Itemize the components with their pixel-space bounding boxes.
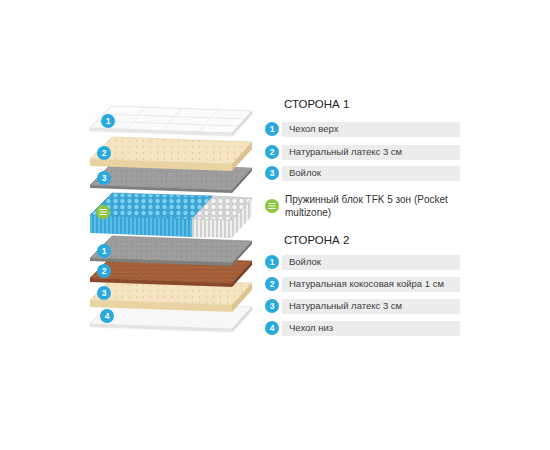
callout-number: 3 <box>97 171 111 185</box>
top-cover-layer <box>232 111 252 136</box>
layer-name: Натуральная кокосовая койра 1 см <box>289 278 444 290</box>
layer-name: Войлок <box>289 167 321 179</box>
layer-description: Пружинный блок TFK 5 зон (Pocket multizo… <box>285 193 467 219</box>
side-heading: СТОРОНА 1 <box>284 97 349 111</box>
layer-name: Войлок <box>289 256 321 268</box>
callout-number: 1 <box>265 255 279 269</box>
layer-band: Натуральная кокосовая койра 1 см <box>282 277 460 292</box>
top-cover-layer <box>90 128 232 136</box>
pocket-spring-block <box>90 193 252 238</box>
top-cover-layer <box>97 107 245 132</box>
callout-number: 2 <box>265 277 279 291</box>
callout-number: 4 <box>100 309 114 323</box>
latex-layer-top <box>232 142 252 171</box>
latex-layer-top <box>90 137 252 171</box>
bottom-cover-layer <box>232 307 252 332</box>
spring-block-icon <box>269 204 276 209</box>
coir-layer <box>232 261 252 287</box>
spring-block-icon <box>96 205 110 219</box>
layer-band: Натуральный латекс 3 см <box>282 299 460 314</box>
bottom-cover-layer <box>90 324 232 332</box>
callout-number: 3 <box>97 286 111 300</box>
layer-band: Войлок <box>282 166 460 181</box>
latex-layer-bottom <box>90 278 252 312</box>
callout-number: 1 <box>97 244 111 258</box>
coir-layer <box>90 278 232 287</box>
felt-layer-bottom <box>90 258 232 266</box>
callout-number: 2 <box>265 145 279 159</box>
layer-name: Чехол низ <box>289 322 333 334</box>
latex-layer-bottom <box>232 283 252 312</box>
spring-block-icon <box>100 210 107 215</box>
layer-name: Натуральный латекс 3 см <box>289 146 402 158</box>
felt-layer-top <box>90 185 232 193</box>
callout-number: 1 <box>265 122 279 136</box>
pocket-spring-block <box>192 196 252 220</box>
spring-block-icon <box>96 205 110 219</box>
callout-number: 3 <box>265 299 279 313</box>
callout-number: 2 <box>97 264 111 278</box>
spring-block-icon <box>265 199 279 213</box>
felt-layer-bottom <box>232 241 252 266</box>
pocket-spring-block <box>90 193 213 219</box>
callout-number: 1 <box>101 114 115 128</box>
layer-name: Натуральный латекс 3 см <box>289 300 402 312</box>
layer-band: Натуральный латекс 3 см <box>282 145 460 160</box>
layer-name: Чехол верх <box>289 123 338 135</box>
callout-number: 4 <box>265 321 279 335</box>
latex-layer-top <box>90 159 232 171</box>
spring-block-icon <box>265 199 279 213</box>
felt-layer-top <box>232 168 252 193</box>
side-heading: СТОРОНА 2 <box>284 233 349 247</box>
layer-band: Чехол низ <box>282 321 460 336</box>
callout-number: 2 <box>97 146 111 160</box>
pocket-spring-block <box>192 219 232 238</box>
layer-band: Войлок <box>282 255 460 270</box>
callout-number: 3 <box>265 166 279 180</box>
layer-band: Чехол верх <box>282 122 460 137</box>
top-cover-layer <box>90 106 252 136</box>
felt-layer-bottom <box>90 236 252 266</box>
